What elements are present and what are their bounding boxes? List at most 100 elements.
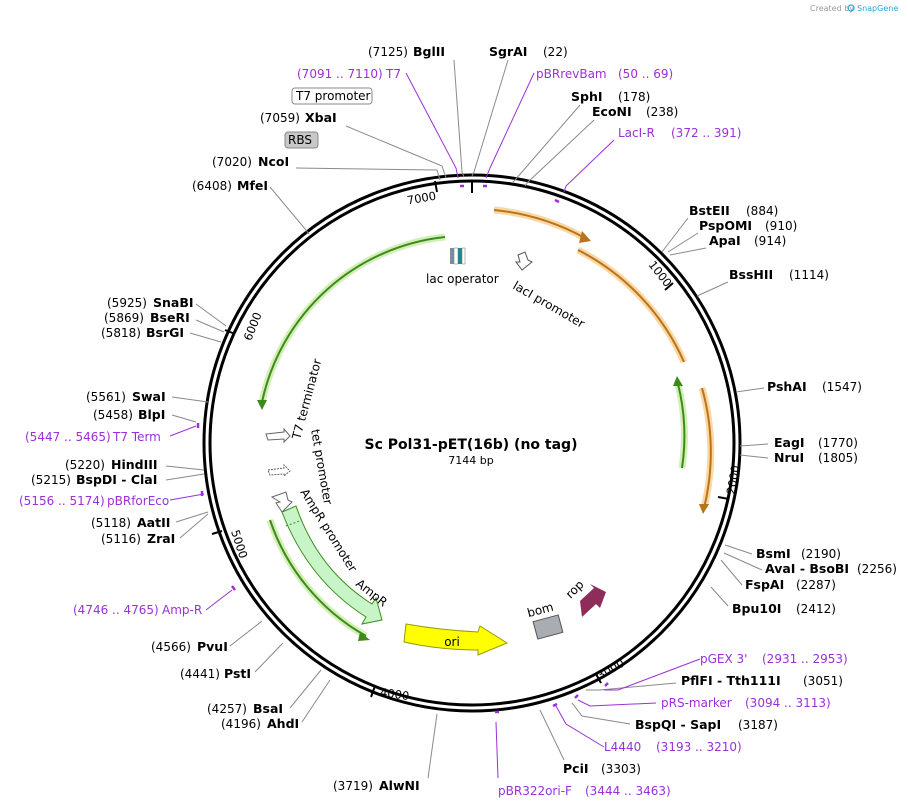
site-name-pvui: PvuI	[197, 639, 228, 654]
site-name-tth111i: PflFI - Tth111I	[681, 673, 781, 688]
site-pos-clai: (5215)	[31, 473, 71, 487]
primer-tick-laci-r	[554, 198, 560, 204]
primer-connectors	[169, 72, 701, 779]
connector-pbrrevbam	[485, 72, 535, 179]
primer-pos-pbrrevbam: (50 .. 69)	[618, 67, 673, 81]
connector-bglii	[453, 59, 465, 178]
site-pos-avai: (2256)	[857, 562, 897, 576]
site-name-clai: BspDI - ClaI	[76, 472, 157, 487]
orange-feature-glow-2	[576, 246, 688, 364]
site-name-pspomi: PspOMI	[699, 218, 752, 233]
site-pos-pshai: (1547)	[822, 380, 862, 394]
site-name-pshai: PshAI	[767, 379, 807, 394]
lac-operator-stripe-3	[458, 248, 462, 264]
connector-nrui	[739, 454, 769, 459]
ori-feature-arrow	[403, 623, 509, 656]
lac-operator-stripe-1	[450, 248, 454, 264]
site-pos-sphi: (178)	[618, 90, 650, 104]
site-pos-zrai: (5116)	[101, 532, 141, 546]
plasmid-size: 7144 bp	[448, 454, 493, 467]
site-pos-pspomi: (910)	[765, 219, 797, 233]
t7-promoter-box	[291, 87, 373, 105]
tick-7000	[434, 180, 438, 193]
tick-3000	[595, 673, 602, 684]
primer-pos-t7: (7091 .. 7110)	[297, 67, 383, 81]
rop-feature-arrow	[580, 584, 606, 617]
ampr-promoter-marker	[285, 519, 303, 527]
connector-psti	[254, 642, 284, 673]
site-name-bsai: BsaI	[253, 701, 283, 716]
site-pos-alwni: (3719)	[333, 779, 373, 793]
site-name-ncoi: NcoI	[258, 154, 289, 169]
rbs-box	[284, 131, 319, 149]
site-pos-pvui: (4566)	[151, 640, 191, 654]
site-name-sapi: BspQI - SapI	[635, 717, 721, 732]
primer-pos-t7-term: (5447 .. 5465)	[25, 430, 111, 444]
rop-label: rop	[563, 577, 587, 601]
primer-pos-laci-r: (372 .. 391)	[671, 126, 741, 140]
tick-label-3000: 3000	[594, 656, 626, 683]
site-name-xbai: XbaI	[305, 110, 337, 125]
brand-text: SnapGene	[857, 4, 898, 13]
tick-2000	[717, 496, 730, 500]
connector-aatii	[175, 511, 209, 523]
green-feature-right-arrowhead	[673, 376, 683, 386]
connector-laci-r	[563, 139, 615, 193]
connector-fspai	[720, 559, 743, 586]
green-feature-right	[677, 383, 686, 469]
site-name-snabi: SnaBI	[153, 295, 194, 310]
connector-alwni	[427, 713, 438, 779]
site-name-swai: SwaI	[132, 389, 166, 404]
connector-apai	[669, 247, 707, 256]
site-pos-bpu10i: (2412)	[796, 602, 836, 616]
site-pos-bsteii: (884)	[746, 204, 778, 218]
connector-ahdi	[301, 679, 331, 723]
site-name-aatii: AatII	[137, 515, 170, 530]
connector-blpi	[171, 414, 197, 423]
green-feature-left-arrowhead	[257, 400, 267, 410]
green-feature-bottom	[269, 519, 367, 637]
green-feature-bottom-glow	[266, 518, 368, 640]
primer-pos-pbr322ori-f: (3444 .. 3463)	[585, 784, 671, 798]
connector-bpu10i	[710, 586, 729, 607]
site-pos-ahdi: (4196)	[221, 717, 261, 731]
site-pos-snabi: (5925)	[107, 296, 147, 310]
site-name-bsshii: BssHII	[729, 267, 773, 282]
site-name-sgrai: SgrAI	[489, 44, 527, 59]
connector-pbrforeco	[169, 493, 205, 501]
t7-promoter-label: T7 promoter	[295, 89, 371, 103]
connector-l4440	[555, 705, 605, 748]
site-name-alwni: AlwNI	[379, 778, 420, 793]
ampr-promoter-arrow	[270, 491, 293, 513]
connector-bsshii	[696, 281, 729, 297]
lac-operator-marker	[450, 247, 466, 265]
site-pos-sapi: (3187)	[738, 718, 778, 732]
site-name-ahdi: AhdI	[267, 716, 299, 731]
connector-amp-r	[205, 589, 233, 611]
lac-operator-stripe-2	[453, 247, 459, 265]
connector-t7	[405, 72, 459, 179]
site-name-bglii: BglII	[413, 44, 445, 59]
connector-pgex3	[604, 658, 701, 691]
connector-econi	[524, 119, 595, 187]
bom-label: bom	[526, 600, 555, 620]
primer-ticks	[196, 184, 609, 714]
green-feature-left	[261, 236, 446, 403]
ampr-feature-arrow	[281, 505, 383, 625]
primer-name-pbr322ori-f: pBR322ori-F	[498, 784, 572, 798]
site-name-econi: EcoNI	[592, 104, 632, 119]
primer-name-pgex3: pGEX 3'	[700, 652, 747, 666]
orange-feature-glow-1	[493, 206, 587, 242]
connector-pbr322ori-f	[495, 721, 499, 779]
site-name-psti: PstI	[224, 666, 251, 681]
laci-promoter-label: lacI promoter	[511, 278, 588, 330]
orange-feature-3	[701, 387, 712, 509]
site-pos-bsmi: (2190)	[801, 547, 841, 561]
site-pos-bseri: (5869)	[104, 311, 144, 325]
site-name-bpu10i: Bpu10I	[732, 601, 781, 616]
connector-xbai	[345, 125, 447, 179]
site-pos-xbai: (7059)	[260, 111, 300, 125]
snapgene-logo-icon	[847, 4, 855, 12]
orange-feature-1	[493, 209, 586, 239]
